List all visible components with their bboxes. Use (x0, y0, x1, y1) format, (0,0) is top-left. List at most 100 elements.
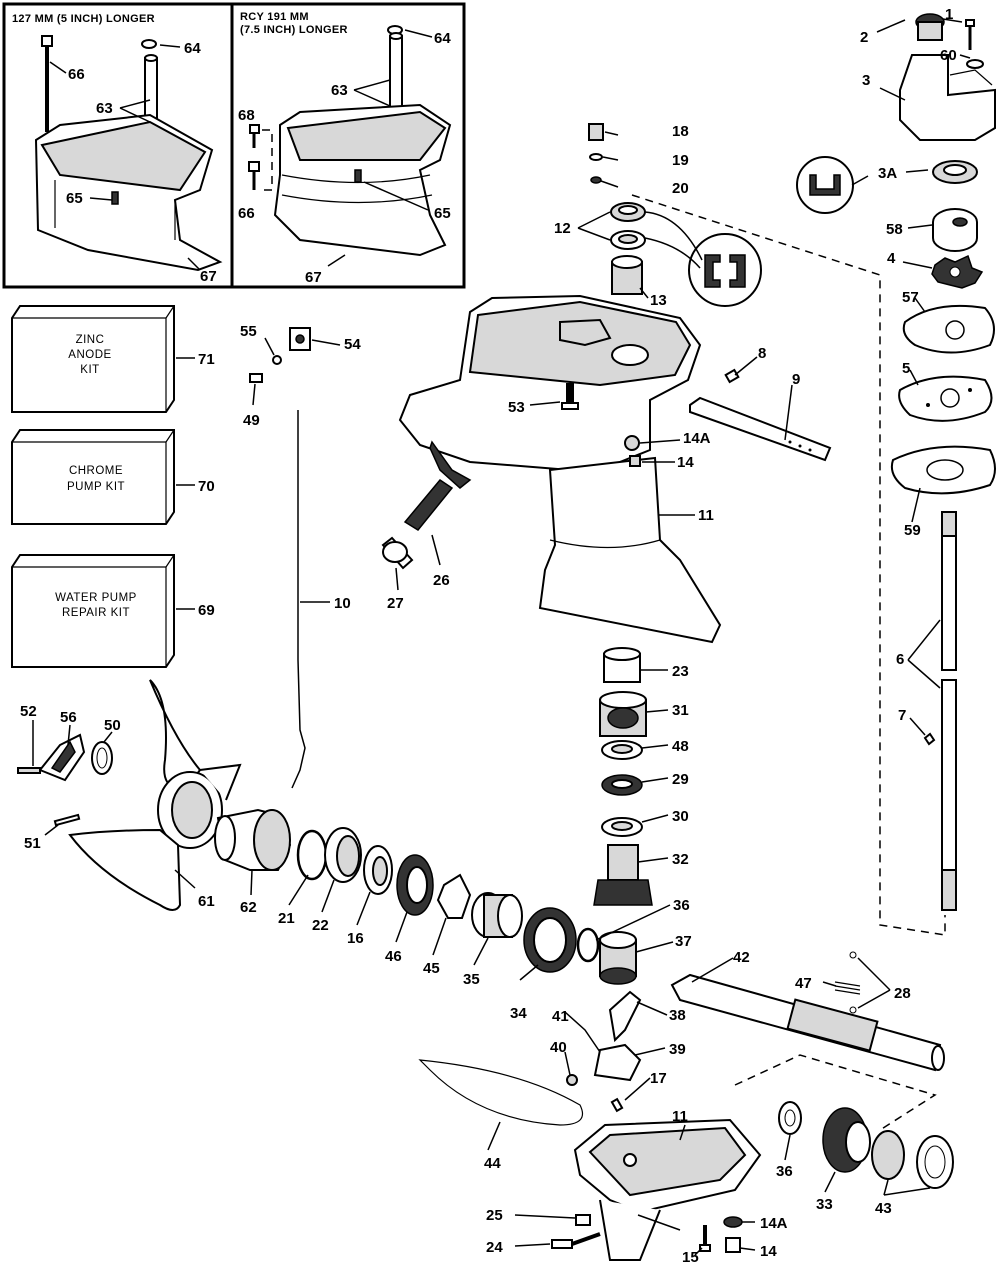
kit-box-71: ZINC ANODE KIT 71 (11, 305, 215, 413)
plate-5 (898, 375, 993, 422)
callout-67: 67 (305, 269, 322, 286)
callout-66: 66 (238, 205, 255, 222)
callout-43: 43 (875, 1200, 892, 1217)
kit-71-line-1: ZINC (76, 334, 105, 346)
callout-59: 59 (904, 522, 921, 539)
propeller-61 (68, 679, 242, 911)
gear-case-lower-11 (573, 1097, 762, 1261)
forward-gear-34 (523, 907, 600, 973)
callout-48: 48 (672, 738, 689, 755)
callout-47: 47 (795, 975, 812, 992)
bearing-series-21-46 (296, 827, 523, 938)
callout-7: 7 (898, 707, 906, 724)
lower-bearing-stack (593, 647, 653, 906)
pump-housing-3 (899, 13, 996, 141)
callout-49: 49 (243, 412, 260, 429)
callout-4: 4 (887, 250, 896, 267)
callout-31: 31 (672, 702, 689, 719)
callout-8: 8 (758, 345, 766, 362)
callout-3: 3 (862, 72, 870, 89)
water-tube-26 (381, 479, 454, 570)
callout-13: 13 (650, 292, 667, 309)
gasket-59 (890, 445, 996, 495)
kit-box-70: CHROME PUMP KIT 70 (11, 429, 215, 525)
callout-19: 19 (672, 152, 689, 169)
gearcase-housing-11 (398, 294, 722, 644)
callout-10: 10 (334, 595, 351, 612)
leader-lines (32, 18, 971, 1256)
callout-33: 33 (816, 1196, 833, 1213)
callout-62: 62 (240, 899, 257, 916)
callout-18: 18 (672, 123, 689, 140)
callout-71: 71 (198, 351, 215, 368)
callout-46: 46 (385, 948, 402, 965)
gasket-44 (418, 1059, 584, 1126)
driveshaft-6 (923, 511, 957, 911)
callout-14a: 14A (760, 1215, 788, 1232)
callout-22: 22 (312, 917, 329, 934)
propeller-shaft-42 (670, 973, 945, 1072)
callout-35: 35 (463, 971, 480, 988)
shift-lever-38-41 (566, 990, 642, 1086)
callout-34: 34 (510, 1005, 527, 1022)
callout-68: 68 (238, 107, 255, 124)
callout-41: 41 (552, 1008, 569, 1025)
callout-44: 44 (484, 1155, 501, 1172)
callout-16: 16 (347, 930, 364, 947)
seal-3a-detail (796, 156, 978, 214)
callout-32: 32 (672, 851, 689, 868)
detent-28-47 (834, 951, 861, 1014)
callout-52: 52 (20, 703, 37, 720)
fasteners-bottom (551, 1214, 743, 1253)
upper-bearing-stack (588, 123, 762, 307)
callout-1: 1 (945, 6, 953, 23)
kit-71-line-3: KIT (80, 364, 99, 376)
callout-63: 63 (331, 82, 348, 99)
callout-64: 64 (184, 40, 201, 57)
callout-30: 30 (672, 808, 689, 825)
callout-28: 28 (894, 985, 911, 1002)
callout-51: 51 (24, 835, 41, 852)
callout-42: 42 (733, 949, 750, 966)
callout-25: 25 (486, 1207, 503, 1224)
callout-20: 20 (672, 180, 689, 197)
liner-58 (932, 208, 978, 252)
callout-66: 66 (68, 66, 85, 83)
callout-24: 24 (486, 1239, 503, 1256)
callout-67: 67 (200, 268, 217, 285)
callout-11: 11 (698, 507, 714, 524)
thrust-hub-62 (214, 808, 292, 871)
callout-36: 36 (673, 897, 690, 914)
inset-right-title-2: (7.5 INCH) LONGER (240, 24, 348, 36)
callout-70: 70 (198, 478, 215, 495)
callout-38: 38 (669, 1007, 686, 1024)
inset-panel-right: RCY 191 MM (7.5 INCH) LONGER (230, 2, 466, 289)
callout-6: 6 (896, 651, 904, 668)
callout-14: 14 (760, 1243, 777, 1260)
callout-14: 14 (677, 454, 694, 471)
kit-70-line-1: CHROME (69, 465, 123, 477)
callout-63: 63 (96, 100, 113, 117)
bolt-53 (561, 383, 579, 410)
callout-54: 54 (344, 336, 361, 353)
callout-14a: 14A (683, 430, 711, 447)
callout-69: 69 (198, 602, 215, 619)
kit-box-69: WATER PUMP REPAIR KIT 69 (11, 554, 215, 668)
reverse-gear-path-guide (734, 1054, 937, 1131)
callout-29: 29 (672, 771, 689, 788)
prop-nut-parts (17, 733, 113, 827)
inset-left-title: 127 MM (5 INCH) LONGER (12, 13, 155, 25)
inset-right-title-1: RCY 191 MM (240, 11, 309, 23)
callout-3a: 3A (878, 165, 897, 182)
callout-27: 27 (387, 595, 404, 612)
callout-50: 50 (104, 717, 121, 734)
screw-8 (724, 368, 740, 384)
kit-69-line-2: REPAIR KIT (62, 607, 130, 619)
callout-2: 2 (860, 29, 868, 46)
kit-71-line-2: ANODE (68, 349, 111, 361)
callout-40: 40 (550, 1039, 567, 1056)
rod-9 (689, 396, 832, 462)
callout-53: 53 (508, 399, 525, 416)
callout-21: 21 (278, 910, 295, 927)
